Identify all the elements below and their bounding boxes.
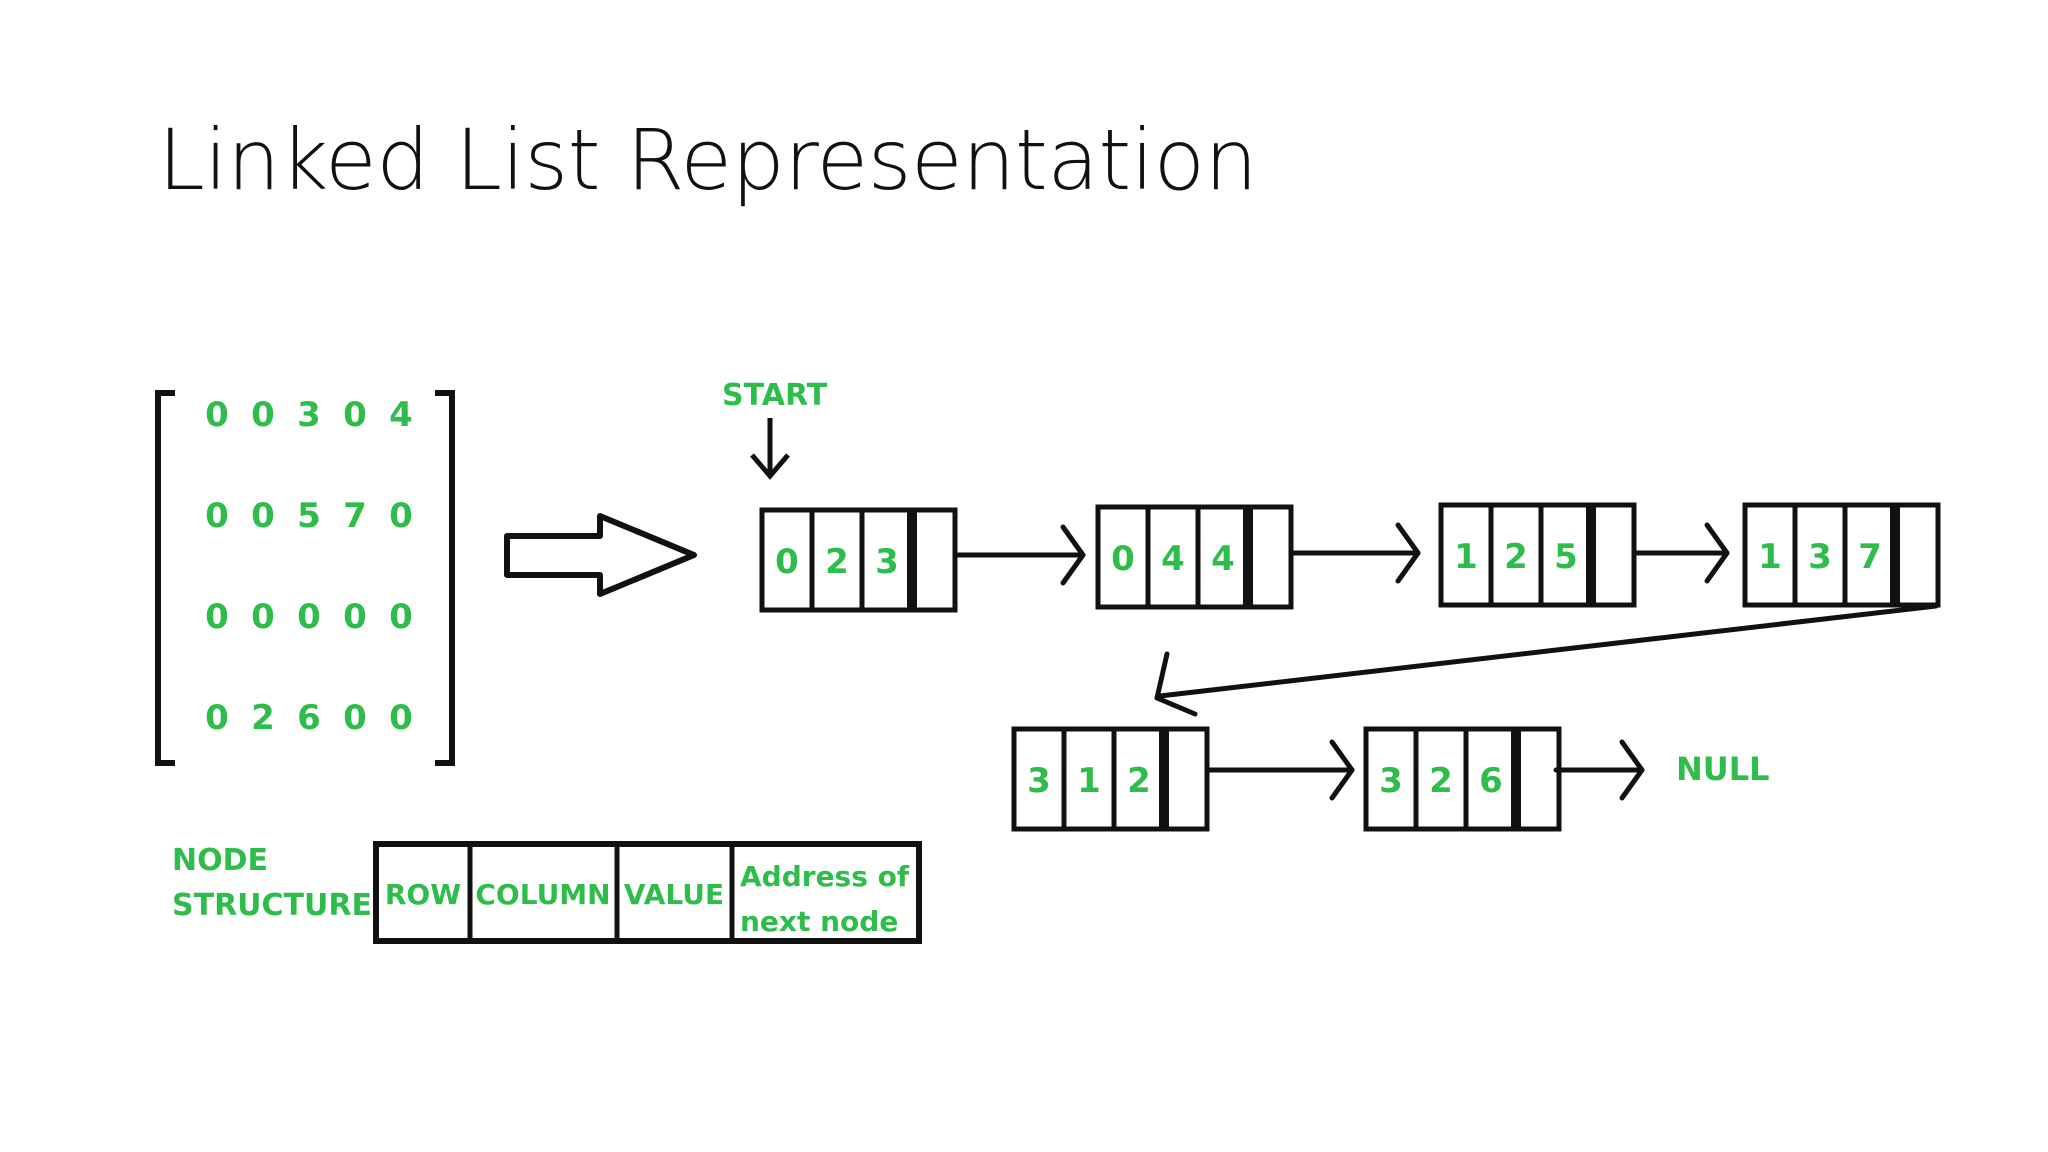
start-arrow xyxy=(750,418,790,480)
null-label: NULL xyxy=(1676,750,1770,788)
matrix-cell: 0 xyxy=(205,496,229,536)
link-arrowhead-1 xyxy=(1060,524,1086,586)
node-column-value: 4 xyxy=(1161,539,1185,579)
field-address-line2: next node xyxy=(740,905,898,938)
node-value: 5 xyxy=(1554,537,1578,577)
node-value: 2 xyxy=(1127,761,1151,801)
conversion-arrow xyxy=(504,513,697,597)
node-column-value: 3 xyxy=(1808,537,1832,577)
matrix-cell: 2 xyxy=(251,698,275,738)
node-outline xyxy=(759,507,958,613)
link-arrowhead-3 xyxy=(1704,522,1730,584)
link-arrowhead-5 xyxy=(1329,739,1355,801)
node-structure-box: ROW COLUMN VALUE Address of next node xyxy=(373,841,922,944)
node-outline xyxy=(1363,726,1562,832)
node-structure-label-line2: STRUCTURE xyxy=(172,888,372,923)
field-column: COLUMN xyxy=(475,878,610,911)
matrix-cell: 0 xyxy=(297,597,321,637)
node-outline xyxy=(1742,502,1941,608)
field-row: ROW xyxy=(385,878,461,911)
matrix-cell: 0 xyxy=(343,698,367,738)
start-label: START xyxy=(722,378,828,413)
node-value: 7 xyxy=(1858,537,1882,577)
link-arrowhead-4 xyxy=(1154,651,1198,717)
matrix-cell: 0 xyxy=(389,496,413,536)
matrix-cell: 0 xyxy=(205,597,229,637)
node-row-value: 0 xyxy=(1111,539,1135,579)
node-row-value: 1 xyxy=(1454,537,1478,577)
node-value: 3 xyxy=(875,542,899,582)
matrix-cell: 0 xyxy=(251,496,275,536)
node-outline xyxy=(1095,504,1294,610)
node-row-value: 3 xyxy=(1027,761,1051,801)
matrix-cell: 6 xyxy=(297,698,321,738)
matrix-cell: 0 xyxy=(343,597,367,637)
node-row-value: 1 xyxy=(1758,537,1782,577)
field-value: VALUE xyxy=(624,878,724,911)
node-column-value: 2 xyxy=(825,542,849,582)
field-address-line1: Address of xyxy=(740,860,910,893)
matrix-cell: 7 xyxy=(343,496,367,536)
link-arrow-4 xyxy=(1157,603,1939,699)
link-arrowhead-6 xyxy=(1619,739,1645,801)
node-row-value: 0 xyxy=(775,542,799,582)
slide-title: Linked List Representation xyxy=(158,111,1258,209)
matrix-cell: 3 xyxy=(297,395,321,435)
matrix-cell: 0 xyxy=(205,698,229,738)
matrix-cell: 0 xyxy=(205,395,229,435)
node-row-value: 3 xyxy=(1379,761,1403,801)
node-column-value: 2 xyxy=(1429,761,1453,801)
matrix-cell: 0 xyxy=(251,597,275,637)
matrix-left-bracket xyxy=(155,390,175,766)
node-outline xyxy=(1438,502,1637,608)
node-outline xyxy=(1011,726,1210,832)
matrix-cell: 0 xyxy=(389,698,413,738)
node-structure-label-line1: NODE xyxy=(172,843,268,878)
matrix-cell: 0 xyxy=(389,597,413,637)
node-column-value: 1 xyxy=(1077,761,1101,801)
node-column-value: 2 xyxy=(1504,537,1528,577)
link-arrowhead-2 xyxy=(1395,522,1421,584)
matrix-right-bracket xyxy=(435,390,455,766)
matrix-cell: 5 xyxy=(297,496,321,536)
node-value: 6 xyxy=(1479,761,1503,801)
matrix-cell: 0 xyxy=(343,395,367,435)
matrix-cell: 0 xyxy=(251,395,275,435)
matrix-cell: 4 xyxy=(389,395,413,435)
node-value: 4 xyxy=(1211,539,1235,579)
link-arrows xyxy=(955,522,1939,801)
